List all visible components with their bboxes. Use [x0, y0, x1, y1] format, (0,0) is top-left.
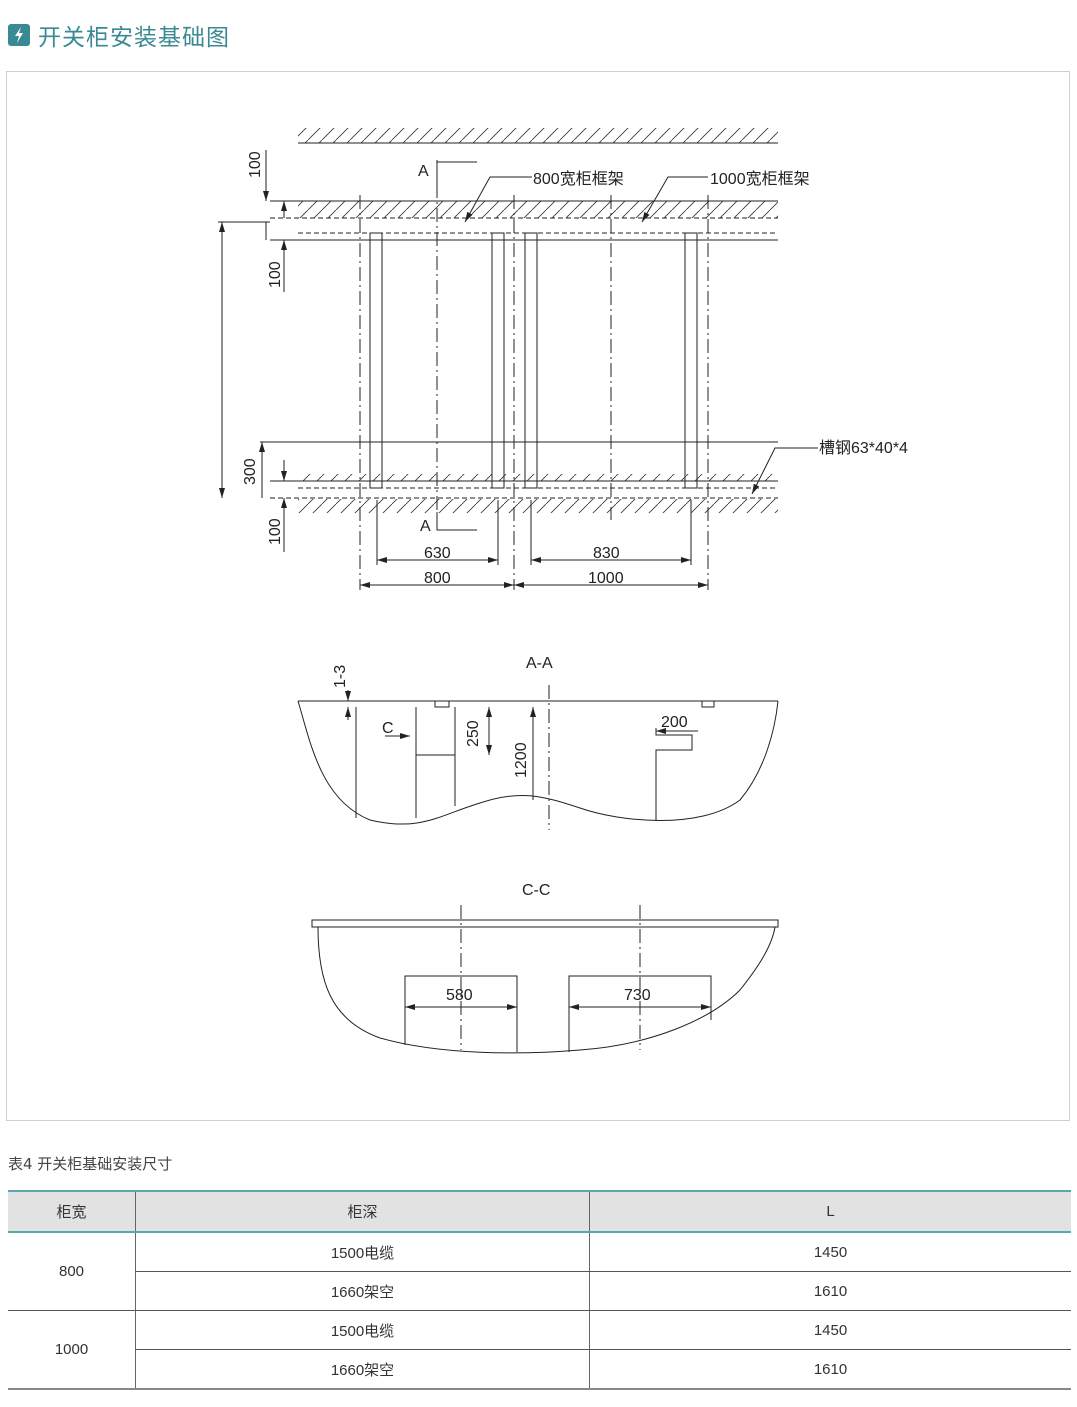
- cell-l: 1450: [589, 1232, 1071, 1272]
- table-row: 1660架空 1610: [8, 1271, 1071, 1311]
- label-frame-800: 800宽柜框架: [533, 170, 624, 188]
- section-aa-title: A-A: [526, 655, 553, 672]
- dim-1000: 1000: [588, 570, 624, 587]
- cell-depth: 1500电缆: [135, 1232, 590, 1272]
- cell-l: 1610: [589, 1349, 1071, 1390]
- cell-l: 1450: [589, 1310, 1071, 1350]
- cell-depth: 1660架空: [135, 1349, 590, 1390]
- dim-830: 830: [593, 545, 620, 562]
- cell-width: 1000: [8, 1310, 136, 1390]
- table-row: 1000 1500电缆 1450: [8, 1310, 1071, 1390]
- label-channel-steel: 槽钢63*40*4: [819, 439, 908, 457]
- section-cc-view: [311, 905, 779, 1054]
- section-mark-a-bottom: A: [420, 518, 431, 535]
- header-width: 柜宽: [8, 1190, 136, 1233]
- header-depth: 柜深: [135, 1190, 590, 1233]
- section-cc-title: C-C: [522, 882, 550, 899]
- page-title: 开关柜安装基础图: [38, 25, 230, 51]
- cell-width: 800: [8, 1232, 136, 1311]
- dim-580: 580: [446, 987, 473, 1004]
- table-header-row: 柜宽 柜深 L: [8, 1190, 1071, 1233]
- table-row: 1660架空 1610: [8, 1349, 1071, 1390]
- foundation-drawing: A A 800宽柜框架 1000宽柜框架 槽钢63*40*4 100 100 3…: [218, 128, 908, 1054]
- cell-depth: 1660架空: [135, 1271, 590, 1311]
- dim-1-3: 1-3: [332, 665, 349, 688]
- section-mark-c: C: [382, 720, 394, 737]
- dim-1200: 1200: [513, 742, 530, 778]
- section-mark-a-top: A: [418, 163, 429, 180]
- dim-250: 250: [465, 720, 482, 747]
- dim-200: 200: [661, 714, 688, 731]
- section-aa-view: [297, 685, 779, 830]
- foundation-dimensions-table: 柜宽 柜深 L 800 1500电缆 1450 1660架空 1610 1000…: [8, 1190, 1071, 1390]
- dim-800: 800: [424, 570, 451, 587]
- drawing-frame: [6, 71, 1070, 1121]
- dim-100-b: 100: [267, 518, 284, 545]
- cell-depth: 1500电缆: [135, 1310, 590, 1350]
- section-title: 开关柜安装基础图: [8, 18, 230, 52]
- dim-300: 300: [242, 458, 259, 485]
- dim-100-top: 100: [247, 151, 264, 178]
- table-row: 800 1500电缆 1450: [8, 1232, 1071, 1311]
- label-frame-1000: 1000宽柜框架: [710, 170, 810, 188]
- lightning-icon: [8, 24, 30, 46]
- plan-view: [218, 128, 818, 590]
- cell-l: 1610: [589, 1271, 1071, 1311]
- dim-100-a: 100: [267, 261, 284, 288]
- table-caption: 表4 开关柜基础安装尺寸: [8, 1155, 173, 1173]
- dim-730: 730: [624, 987, 651, 1004]
- dim-630: 630: [424, 545, 451, 562]
- header-l: L: [589, 1190, 1071, 1233]
